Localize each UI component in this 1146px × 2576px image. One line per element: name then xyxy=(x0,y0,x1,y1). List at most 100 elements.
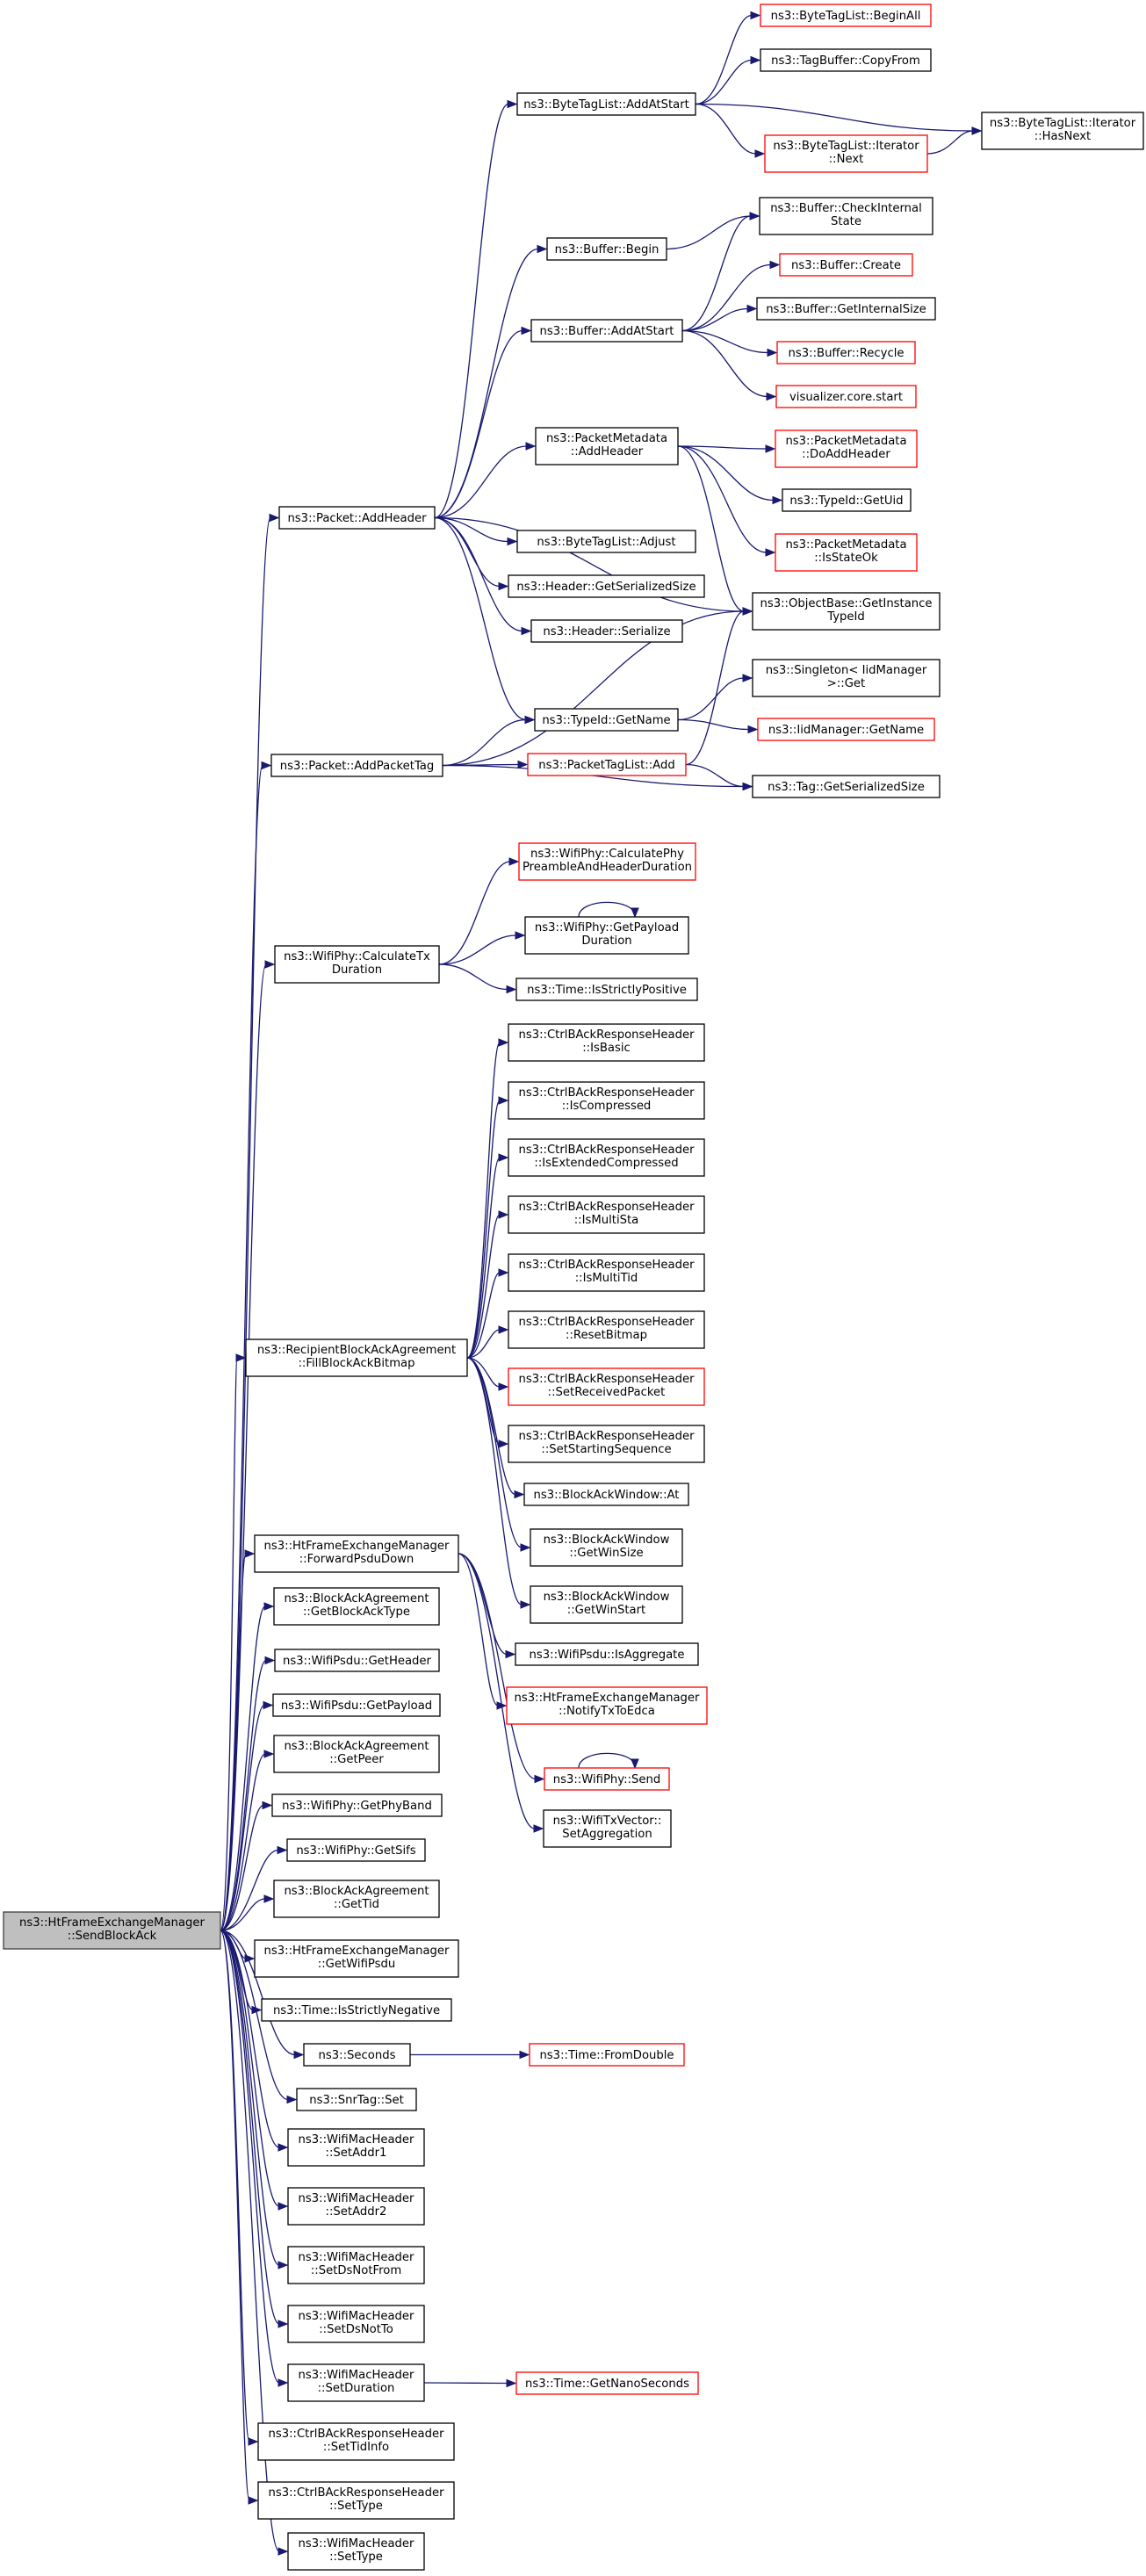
node-viz-start[interactable]: visualizer.core.start xyxy=(775,385,917,408)
node-begin-all[interactable]: ns3::ByteTagList::BeginAll xyxy=(760,4,932,27)
node-from-double[interactable]: ns3::Time::FromDouble xyxy=(529,2043,685,2067)
node-is-compressed[interactable]: ns3::CtrlBAckResponseHeader::IsCompresse… xyxy=(508,1081,705,1120)
node-box xyxy=(530,319,683,343)
node-add-header[interactable]: ns3::Packet::AddHeader xyxy=(278,506,436,530)
node-bawin-at[interactable]: ns3::BlockAckWindow::At xyxy=(523,1483,689,1506)
node-get-batype[interactable]: ns3::BlockAckAgreement::GetBlockAckType xyxy=(273,1587,440,1626)
node-get-phy-band[interactable]: ns3::WifiPhy::GetPhyBand xyxy=(271,1793,443,1817)
node-set-type-ba[interactable]: ns3::CtrlBAckResponseHeader::SetType xyxy=(257,2481,455,2520)
node-get-wifi-psdu[interactable]: ns3::HtFrameExchangeManager::GetWifiPsdu xyxy=(254,1939,459,1978)
node-box xyxy=(775,533,918,572)
edge-root-to-set-type-ba xyxy=(220,1930,250,2501)
node-fill-bitmap[interactable]: ns3::RecipientBlockAckAgreement::FillBlo… xyxy=(245,1339,468,1377)
node-set-addr1[interactable]: ns3::WifiMacHeader::SetAddr1 xyxy=(287,2128,425,2167)
node-singleton-get[interactable]: ns3::Singleton< IidManager>::Get xyxy=(752,659,941,697)
node-set-ds-not-from[interactable]: ns3::WifiMacHeader::SetDsNotFrom xyxy=(287,2246,425,2284)
node-hdr-serialize[interactable]: ns3::Header::Serialize xyxy=(530,619,683,643)
node-is-strictly-neg[interactable]: ns3::Time::IsStrictlyNegative xyxy=(261,1998,452,2022)
node-type-id-get-name[interactable]: ns3::TypeId::GetName xyxy=(534,708,679,732)
edge-pmadd-header-to-get-inst-type-id xyxy=(677,445,745,612)
node-btladjust[interactable]: ns3::ByteTagList::Adjust xyxy=(516,530,696,553)
node-set-duration[interactable]: ns3::WifiMacHeader::SetDuration xyxy=(287,2363,425,2402)
edge-get-payload-dur-to-get-payload-dur xyxy=(578,901,636,918)
node-set-type-mac[interactable]: ns3::WifiMacHeader::SetType xyxy=(287,2532,425,2571)
node-tag-get-ser-size[interactable]: ns3::Tag::GetSerializedSize xyxy=(752,775,941,798)
node-type-id-get-uid[interactable]: ns3::TypeId::GetUid xyxy=(782,488,912,512)
edge-type-id-get-name-to-iid-get-name xyxy=(677,718,750,731)
node-bawin-start[interactable]: ns3::BlockAckWindow::GetWinStart xyxy=(530,1585,683,1624)
node-is-state-ok[interactable]: ns3::PacketMetadata::IsStateOk xyxy=(775,533,918,572)
node-box xyxy=(752,659,941,697)
node-ptladd[interactable]: ns3::PacketTagList::Add xyxy=(527,753,687,776)
node-notify-tx[interactable]: ns3::HtFrameExchangeManager::NotifyTxToE… xyxy=(506,1686,708,1725)
node-get-sifs[interactable]: ns3::WifiPhy::GetSifs xyxy=(286,1838,426,1862)
edge-forward-psdu-to-set-aggregation xyxy=(458,1553,536,1829)
node-iid-get-name[interactable]: ns3::IidManager::GetName xyxy=(757,718,935,741)
node-label-line: ns3::RecipientBlockAckAgreement xyxy=(257,1344,456,1357)
node-is-multi-sta[interactable]: ns3::CtrlBAckResponseHeader::IsMultiSta xyxy=(508,1195,705,1234)
node-iter-has-next[interactable]: ns3::ByteTagList::Iterator::HasNext xyxy=(981,112,1144,150)
node-label-line: ns3::WifiMacHeader xyxy=(299,2537,415,2551)
node-get-int-size[interactable]: ns3::Buffer::GetInternalSize xyxy=(756,297,936,321)
edge-root-to-snr-tag-set xyxy=(220,1930,289,2101)
node-is-basic[interactable]: ns3::CtrlBAckResponseHeader::IsBasic xyxy=(508,1023,705,1062)
node-root[interactable]: ns3::HtFrameExchangeManager::SendBlockAc… xyxy=(3,1911,221,1950)
node-do-add-header[interactable]: ns3::PacketMetadata::DoAddHeader xyxy=(775,429,918,468)
node-baget-peer[interactable]: ns3::BlockAckAgreement::GetPeer xyxy=(273,1735,440,1773)
node-reset-bitmap[interactable]: ns3::CtrlBAckResponseHeader::ResetBitmap xyxy=(508,1310,705,1349)
node-is-strictly-pos[interactable]: ns3::Time::IsStrictlyPositive xyxy=(515,978,698,1001)
node-set-addr2[interactable]: ns3::WifiMacHeader::SetAddr2 xyxy=(287,2187,425,2226)
node-bawin-size[interactable]: ns3::BlockAckWindow::GetWinSize xyxy=(530,1528,683,1567)
node-label-line: ns3::BlockAckAgreement xyxy=(284,1740,429,1753)
node-hdr-get-ser-size[interactable]: ns3::Header::GetSerializedSize xyxy=(508,574,705,598)
node-label-line: ::FillBlockAckBitmap xyxy=(298,1357,414,1370)
node-set-recv-pkt[interactable]: ns3::CtrlBAckResponseHeader::SetReceived… xyxy=(508,1367,705,1406)
node-add-packet-tag[interactable]: ns3::Packet::AddPacketTag xyxy=(270,754,443,777)
edge-pmadd-header-to-do-add-header-arrowhead xyxy=(765,444,776,453)
node-iter-next[interactable]: ns3::ByteTagList::Iterator::Next xyxy=(764,134,928,173)
edge-fill-bitmap-to-set-recv-pkt-arrowhead xyxy=(498,1382,509,1391)
node-buf-begin[interactable]: ns3::Buffer::Begin xyxy=(546,237,667,261)
edge-add-header-to-buf-add-at-start-arrowhead xyxy=(521,326,532,336)
edge-fill-bitmap-to-bawin-start xyxy=(466,1357,523,1605)
node-box xyxy=(527,753,687,776)
node-label-line: ::IsStateOk xyxy=(814,552,878,565)
node-box xyxy=(273,1880,440,1918)
node-set-aggregation[interactable]: ns3::WifiTxVector::SetAggregation xyxy=(543,1809,672,1848)
node-label-line: ns3::HtFrameExchangeManager xyxy=(264,1945,450,1958)
edge-root-to-psdu-get-header-arrowhead xyxy=(264,1656,276,1665)
node-is-aggregate[interactable]: ns3::WifiPsdu::IsAggregate xyxy=(515,1642,699,1666)
node-copy-from[interactable]: ns3::TagBuffer::CopyFrom xyxy=(760,48,932,72)
node-psdu-get-payload[interactable]: ns3::WifiPsdu::GetPayload xyxy=(272,1693,441,1717)
node-buf-add-at-start[interactable]: ns3::Buffer::AddAtStart xyxy=(530,319,683,343)
node-calc-preamble[interactable]: ns3::WifiPhy::CalculatePhyPreambleAndHea… xyxy=(518,842,696,881)
node-label-line: ns3::Packet::AddPacketTag xyxy=(280,760,435,773)
node-buf-create[interactable]: ns3::Buffer::Create xyxy=(779,253,913,277)
node-set-start-seq[interactable]: ns3::CtrlBAckResponseHeader::SetStarting… xyxy=(508,1425,705,1463)
edge-root-to-get-sifs-arrowhead xyxy=(277,1845,288,1855)
node-baget-tid[interactable]: ns3::BlockAckAgreement::GetTid xyxy=(273,1880,440,1918)
node-pmadd-header[interactable]: ns3::PacketMetadata::AddHeader xyxy=(535,427,679,465)
edge-root-to-set-duration xyxy=(220,1930,280,2384)
node-phy-send[interactable]: ns3::WifiPhy::Send xyxy=(544,1767,670,1791)
edge-calc-tx-dur-to-is-strictly-pos xyxy=(438,963,508,991)
node-seconds[interactable]: ns3::Seconds xyxy=(303,2043,411,2067)
node-get-nano-sec[interactable]: ns3::Time::GetNanoSeconds xyxy=(515,2371,699,2395)
node-psdu-get-header[interactable]: ns3::WifiPsdu::GetHeader xyxy=(274,1649,440,1672)
node-label-line: ns3::Tag::GetSerializedSize xyxy=(768,781,925,794)
node-snr-tag-set[interactable]: ns3::SnrTag::Set xyxy=(296,2088,417,2111)
node-label-line: ns3::WifiMacHeader xyxy=(299,2310,415,2323)
node-set-tid-info[interactable]: ns3::CtrlBAckResponseHeader::SetTidInfo xyxy=(257,2422,455,2461)
node-is-multi-tid[interactable]: ns3::CtrlBAckResponseHeader::IsMultiTid xyxy=(508,1253,705,1292)
node-set-ds-not-to[interactable]: ns3::WifiMacHeader::SetDsNotTo xyxy=(287,2305,425,2343)
node-forward-psdu[interactable]: ns3::HtFrameExchangeManager::ForwardPsdu… xyxy=(254,1534,459,1573)
node-buf-recycle[interactable]: ns3::Buffer::Recycle xyxy=(776,341,916,364)
node-box xyxy=(287,2532,425,2571)
node-label-line: ns3::BlockAckWindow xyxy=(544,1533,670,1547)
node-btladd-at-start[interactable]: ns3::ByteTagList::AddAtStart xyxy=(516,92,696,116)
node-is-ext-comp[interactable]: ns3::CtrlBAckResponseHeader::IsExtendedC… xyxy=(508,1138,705,1177)
